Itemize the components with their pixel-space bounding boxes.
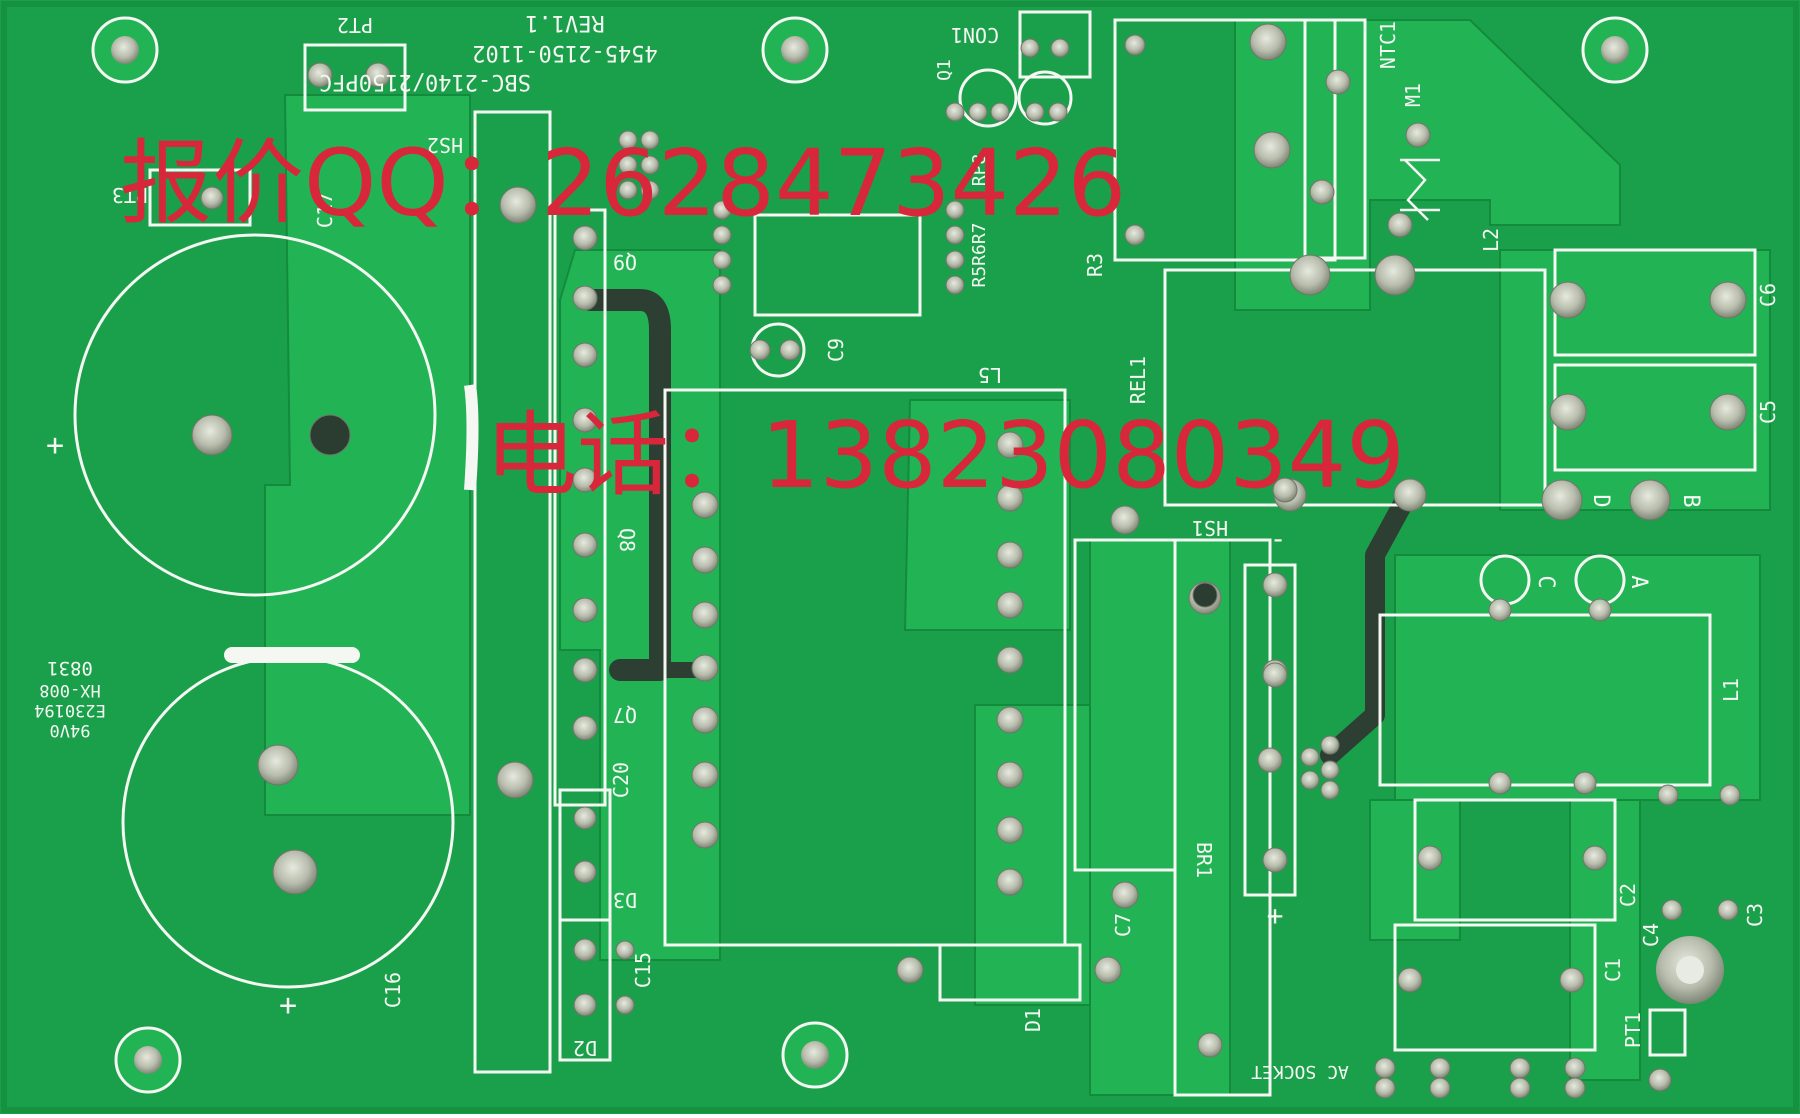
- cert-hx008: HX-008: [39, 680, 100, 700]
- label-d3: D3: [613, 888, 637, 912]
- label-q8: Q8: [615, 528, 639, 552]
- label-hs1: HS1: [1192, 516, 1228, 540]
- label-pad-c: C: [1533, 575, 1558, 588]
- revision: REV1.1: [525, 10, 604, 35]
- overlay-phone: 电话：13823080349: [485, 402, 1405, 509]
- overlay-price-qq: 报价QQ：2628473426: [120, 130, 1126, 237]
- label-q1: Q1: [934, 59, 955, 81]
- mounting-holes: [91, 16, 1724, 1094]
- silkscreen-text: SBC-2140/2150PFC 4545-2150-1102 REV1.1 9…: [34, 10, 1780, 1082]
- label-plus-c16: +: [279, 988, 297, 1023]
- label-ntc1: NTC1: [1376, 21, 1400, 69]
- label-minus-br1: -: [1270, 522, 1287, 555]
- label-d1: D1: [1021, 1008, 1045, 1032]
- label-c1: C1: [1601, 958, 1625, 982]
- label-c3: C3: [1743, 903, 1767, 927]
- label-rp8: RP8: [969, 154, 990, 187]
- cert-e230194: E230194: [34, 700, 106, 720]
- label-c6: C6: [1756, 283, 1780, 307]
- label-r3: R3: [1083, 253, 1107, 277]
- silkscreen-outlines: [73, 10, 1757, 1097]
- label-c2: C2: [1616, 883, 1640, 907]
- black-traces: [579, 289, 1415, 765]
- label-pt2: PT2: [337, 13, 373, 37]
- part-no: 4545-2150-1102: [472, 40, 657, 65]
- label-l5: L5: [978, 363, 1002, 387]
- label-ac-socket: AC SOCKET: [1251, 1061, 1349, 1082]
- red-overlay-text: 报价QQ：2628473426 电话：13823080349: [120, 130, 1405, 509]
- label-plus-br1: +: [1267, 899, 1284, 932]
- label-rel1: REL1: [1126, 356, 1150, 404]
- label-c5: C5: [1756, 400, 1780, 424]
- label-pad-d: D: [1588, 494, 1613, 507]
- label-pad-b: B: [1678, 494, 1703, 507]
- label-d2: D2: [573, 1036, 597, 1060]
- cert-0831: 0831: [47, 657, 93, 679]
- label-c17: C17: [313, 192, 337, 228]
- label-plus-c17: +: [46, 428, 64, 463]
- label-l1: L1: [1719, 678, 1743, 702]
- label-m1: M1: [1401, 83, 1425, 107]
- label-q9: Q9: [613, 250, 637, 274]
- label-c20: C20: [609, 762, 633, 798]
- label-c4: C4: [1639, 923, 1663, 947]
- label-c15: C15: [631, 952, 655, 988]
- label-con1: CON1: [951, 23, 999, 47]
- label-q7: Q7: [613, 703, 637, 727]
- label-c7: C7: [1111, 913, 1135, 937]
- label-c16: C16: [381, 972, 405, 1008]
- board-name: SBC-2140/2150PFC: [319, 69, 531, 94]
- label-pad-a: A: [1626, 575, 1651, 588]
- label-l2: L2: [1479, 228, 1503, 252]
- cert-94v0: 94V0: [50, 720, 91, 740]
- label-pt3: PT3: [112, 183, 148, 207]
- label-pt1: PT1: [1621, 1012, 1645, 1048]
- label-c9: C9: [824, 338, 848, 362]
- label-r5r6r7: R5R6R7: [969, 222, 990, 287]
- label-br1: BR1: [1192, 842, 1216, 878]
- solder-pads: [191, 23, 1747, 1099]
- label-hs2: HS2: [427, 133, 463, 157]
